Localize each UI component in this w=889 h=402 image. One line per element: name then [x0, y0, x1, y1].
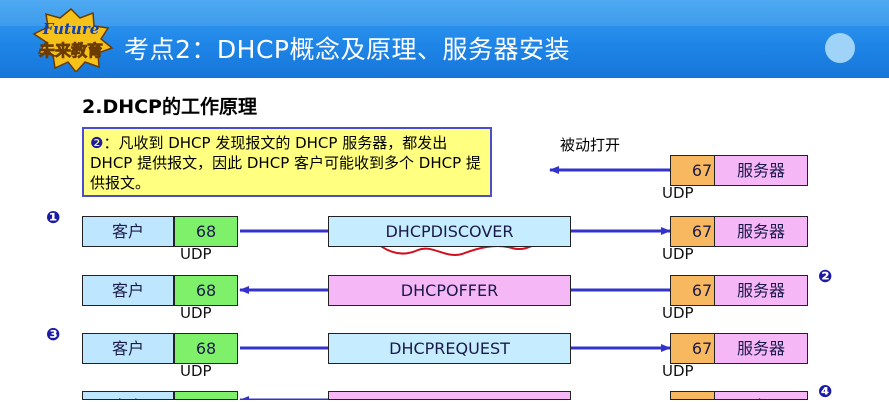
- row3-server-udp: UDP: [662, 362, 694, 380]
- row2-client-udp: UDP: [180, 304, 212, 322]
- row3-message: DHCPREQUEST: [328, 333, 571, 364]
- header-decor-circle: [825, 33, 855, 63]
- passive-open-label: 被动打开: [560, 136, 621, 154]
- step-badge-2: ❷: [818, 267, 833, 287]
- step-badge-3: ❸: [46, 325, 61, 345]
- row1-server: 服务器: [714, 216, 808, 247]
- row3-client: 客户: [82, 333, 174, 364]
- row1-server-udp: UDP: [662, 245, 694, 263]
- logo-text-bottom: 未来教育: [38, 41, 103, 60]
- row3-client-udp: UDP: [180, 362, 212, 380]
- row3-server: 服务器: [714, 333, 808, 364]
- row1-client-udp: UDP: [180, 245, 212, 263]
- step-badge-4: ❹: [818, 382, 833, 402]
- logo-text-top: Future: [42, 20, 100, 38]
- header-banner: Future 未来教育 考点2：DHCP概念及原理、服务器安装: [0, 0, 889, 78]
- step-badge-1: ❶: [46, 208, 61, 228]
- row2-server-udp: UDP: [662, 304, 694, 322]
- callout-note: ❷：凡收到 DHCP 发现报文的 DHCP 服务器，都发出 DHCP 提供报文，…: [82, 127, 492, 197]
- row1-client: 客户: [82, 216, 174, 247]
- note-step-badge: ❷: [90, 134, 104, 152]
- top-server-udp: UDP: [662, 184, 694, 202]
- row4-server: 服务器: [714, 391, 808, 400]
- row2-message: DHCPOFFER: [328, 275, 571, 306]
- top-server: 服务器: [714, 155, 808, 186]
- section-subtitle: 2.DHCP的工作原理: [82, 96, 257, 118]
- handwritten-underline: [377, 243, 537, 257]
- note-text: ：凡收到 DHCP 发现报文的 DHCP 服务器，都发出 DHCP 提供报文，因…: [90, 134, 481, 192]
- row2-client-port: 68: [174, 275, 238, 306]
- row4-client-port: 68: [174, 391, 238, 400]
- row1-message: DHCPDISCOVER: [328, 216, 571, 247]
- row4-client: 客户: [82, 391, 174, 400]
- slide-title: 考点2：DHCP概念及原理、服务器安装: [124, 35, 570, 64]
- header-shine: [0, 0, 889, 26]
- row1-client-port: 68: [174, 216, 238, 247]
- row4-message: DHCPACK: [328, 391, 571, 400]
- row2-server: 服务器: [714, 275, 808, 306]
- row2-client: 客户: [82, 275, 174, 306]
- row3-client-port: 68: [174, 333, 238, 364]
- future-education-logo: Future 未来教育: [32, 7, 114, 72]
